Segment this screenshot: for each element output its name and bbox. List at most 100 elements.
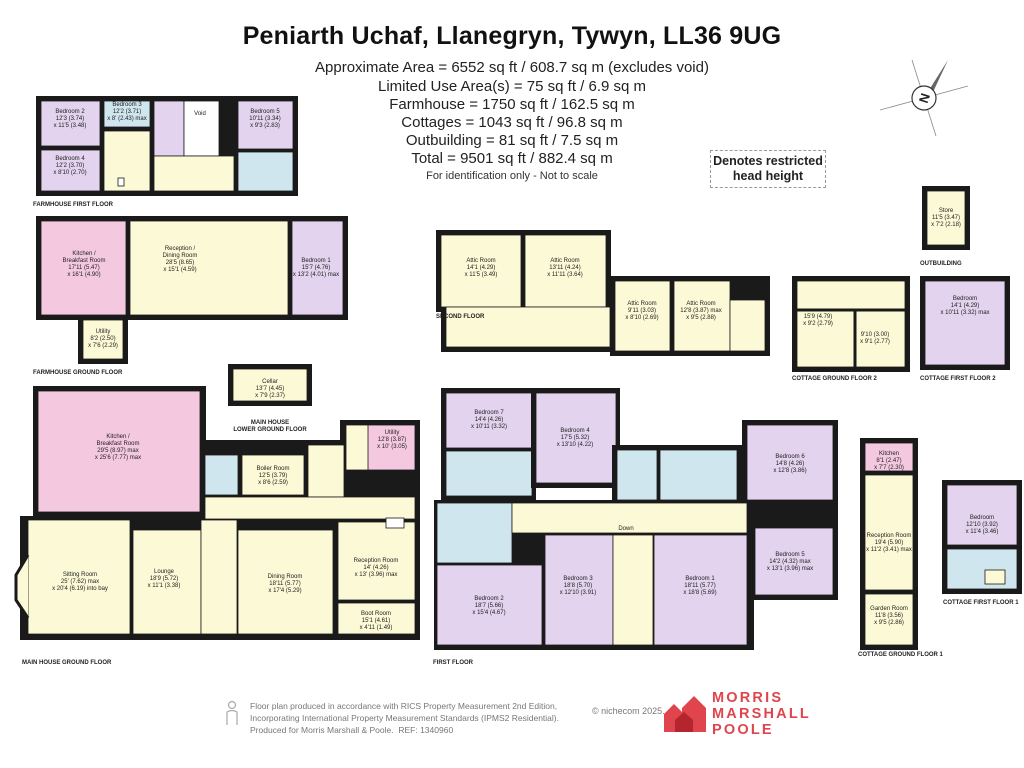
compass-rose: N <box>879 59 969 137</box>
room-label-line: Bedroom 4 <box>55 156 85 162</box>
first-floor <box>434 388 838 650</box>
room-label-line: x 8'10 (2.70) <box>53 170 86 176</box>
footer-line-2: Incorporating International Property Mea… <box>250 713 559 723</box>
room-label-cg2-a: 15'9 (4.79)x 9'2 (2.79) <box>803 314 833 327</box>
room-label-ff-void: Void <box>194 111 206 117</box>
room-label-line: x 7'2 (2.18) <box>931 222 961 228</box>
room-label-line: x 13' (3.96) max <box>355 572 398 578</box>
floor-label-farmhouse-first: FARMHOUSE FIRST FLOOR <box>33 202 114 208</box>
room-label-line: 11'8 (3.56) <box>875 613 903 619</box>
legend-line-2: head height <box>732 169 804 183</box>
room-label-line: Kitchen <box>879 451 899 457</box>
brand-logo-icon <box>664 696 706 732</box>
room-label-line: Garden Room <box>870 606 908 612</box>
room-label-line: Bedroom 6 <box>775 454 805 460</box>
floor-label-farmhouse-ground: FARMHOUSE GROUND FLOOR <box>33 370 123 376</box>
room-label-line: 12'8 (3.87) <box>378 437 407 443</box>
cottage-ground-floor-1 <box>860 438 918 650</box>
room-label-line: 17'11 (5.47) <box>68 265 99 271</box>
room-label-line: 18'7 (5.66) <box>475 603 504 609</box>
room-label-line: Lounge <box>154 569 175 575</box>
room-label-line: Dining Room <box>268 574 303 580</box>
brand-wordmark: MORRIS MARSHALL POOLE <box>712 690 811 738</box>
page-title: Peniarth Uchaf, Llanegryn, Tywyn, LL36 9… <box>242 22 782 50</box>
room-label-line: x 18'8 (5.69) <box>683 590 716 596</box>
farmhouse-first-floor <box>36 96 298 196</box>
room-label-line: Reception Room <box>867 533 912 539</box>
second-floor <box>436 230 770 356</box>
room-label-line: x 10'11 (3.32) max <box>940 310 989 316</box>
room-label-line: Void <box>194 111 206 117</box>
brand-line-3: POOLE <box>712 722 774 738</box>
footer-line-3-row: Produced for Morris Marshall & Poole. RE… <box>250 724 559 736</box>
room-label-line: Kitchen / <box>106 434 130 440</box>
footer-text: Floor plan produced in accordance with R… <box>250 700 559 736</box>
room-label-line: Bedroom 3 <box>563 576 593 582</box>
room-label-line: x 12'10 (3.91) <box>560 590 597 596</box>
footer-ref: REF: 1340960 <box>398 725 454 735</box>
room-label-line: 13'11 (4.24) <box>549 265 580 271</box>
person-scale-icon <box>226 700 238 725</box>
room-label-line: Bedroom <box>970 515 994 521</box>
cottage-first-floor-2 <box>920 276 1010 370</box>
room-label-line: Bedroom 1 <box>685 576 715 582</box>
room-label-line: 25' (7.62) max <box>61 579 99 585</box>
room-label-line: Attic Room <box>686 301 715 307</box>
room-label-line: 9'11 (3.03) <box>628 308 656 314</box>
room-label-line: Utility <box>385 430 400 436</box>
room-label-line: x 12'8 (3.86) <box>773 468 806 474</box>
floor-label-second: SECOND FLOOR <box>436 314 485 320</box>
floor-label-cottage-ground-2: COTTAGE GROUND FLOOR 2 <box>792 376 878 382</box>
room-label-line: x 25'6 (7.77) max <box>95 455 141 461</box>
cottage-first-floor-1 <box>942 480 1022 594</box>
scale-notice: For identification only - Not to scale <box>426 170 598 182</box>
room-label-line: 8'1 (2.47) <box>876 458 901 464</box>
room-label-line: x 10'11 (3.32) <box>471 424 507 430</box>
room-label-f1-down: Down <box>618 526 633 532</box>
floor-label-outbuilding: OUTBUILDING <box>920 261 962 267</box>
farmhouse-ground-floor <box>36 216 348 364</box>
room-label-line: 18'11 (5.77) <box>269 581 300 587</box>
copyright: © nichecom 2025. <box>592 706 665 716</box>
room-label-line: x 11'4 (3.46) <box>966 529 999 535</box>
restricted-head-height-legend: Denotes restricted head height <box>710 150 826 188</box>
room-label-line: 12'2 (3.71) <box>113 109 142 115</box>
room-label-line: x 9'3 (2.83) <box>250 123 280 129</box>
room-label-line: 15'1 (4.61) <box>362 618 391 624</box>
room-label-line: Cellar <box>262 379 278 385</box>
room-label-line: 17'5 (5.32) <box>561 435 590 441</box>
room-label-line: x 11'1 (3.38) <box>148 583 181 589</box>
room-label-line: 15'9 (4.79) <box>804 314 833 320</box>
room-label-line: 14'1 (4.29) <box>467 265 496 271</box>
room-label-line: 12'2 (3.70) <box>56 163 85 169</box>
room-label-line: 18'11 (5.77) <box>684 583 715 589</box>
room-label-line: x 8' (2.43) max <box>107 116 147 122</box>
floor-label-main-ground: MAIN HOUSE GROUND FLOOR <box>22 660 112 666</box>
room-label-line: 14'2 (4.32) max <box>769 559 811 565</box>
outbuilding <box>922 186 970 250</box>
room-label-line: Bedroom <box>953 296 977 302</box>
room-label-line: Boiler Room <box>256 466 289 472</box>
area-line-limited-use: Limited Use Area(s) = 75 sq ft / 6.9 sq … <box>377 78 647 95</box>
room-label-line: 12'8 (3.87) max <box>680 308 722 314</box>
room-label-line: Store <box>939 208 954 214</box>
room-label-line: x 11'5 (3.48) <box>54 123 87 129</box>
room-label-line: x 13'2 (4.01) max <box>293 272 339 278</box>
